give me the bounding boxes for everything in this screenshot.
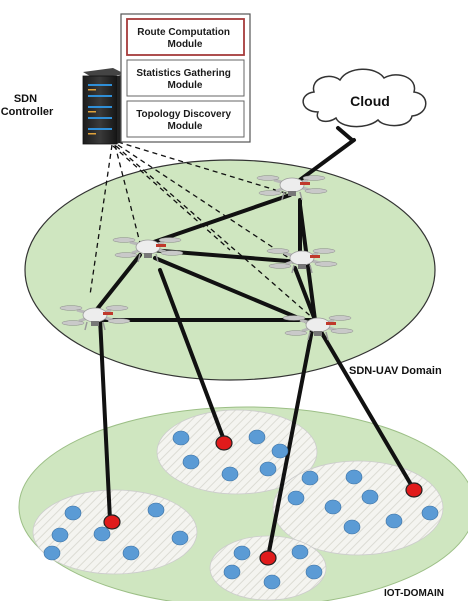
- iot-gateways: [103, 435, 423, 566]
- route-computation-module: [126, 18, 245, 56]
- iot-domain-label: IOT-DOMAIN: [384, 588, 444, 599]
- server-rack-icon: [82, 68, 125, 145]
- sdn-uav-domain-label: SDN-UAV Domain: [349, 365, 442, 377]
- svg-text:Route Computation Module: Route Computation Module: [137, 27, 233, 50]
- cloud-label: Cloud: [350, 93, 390, 109]
- topology-discovery-module: [126, 100, 245, 138]
- svg-text:Statistics Gathering Mod: Statistics Gathering Module: [136, 68, 233, 91]
- svg-text:Topology Discovery Modul: Topology Discovery Module: [136, 109, 234, 132]
- cloud-link: [336, 126, 354, 142]
- sdn-uav-domain-region: [24, 159, 436, 381]
- control-links: [89, 141, 316, 321]
- sdn-controller-label: SDN Controller: [1, 93, 54, 118]
- statistics-gathering-module: [126, 59, 245, 97]
- cloud-icon: [302, 68, 427, 128]
- iot-devices: [43, 429, 439, 590]
- controller-modules-panel: Route Computation Module Statistics Gath…: [120, 13, 251, 143]
- iot-cluster: [272, 460, 444, 556]
- iot-cluster: [156, 409, 318, 495]
